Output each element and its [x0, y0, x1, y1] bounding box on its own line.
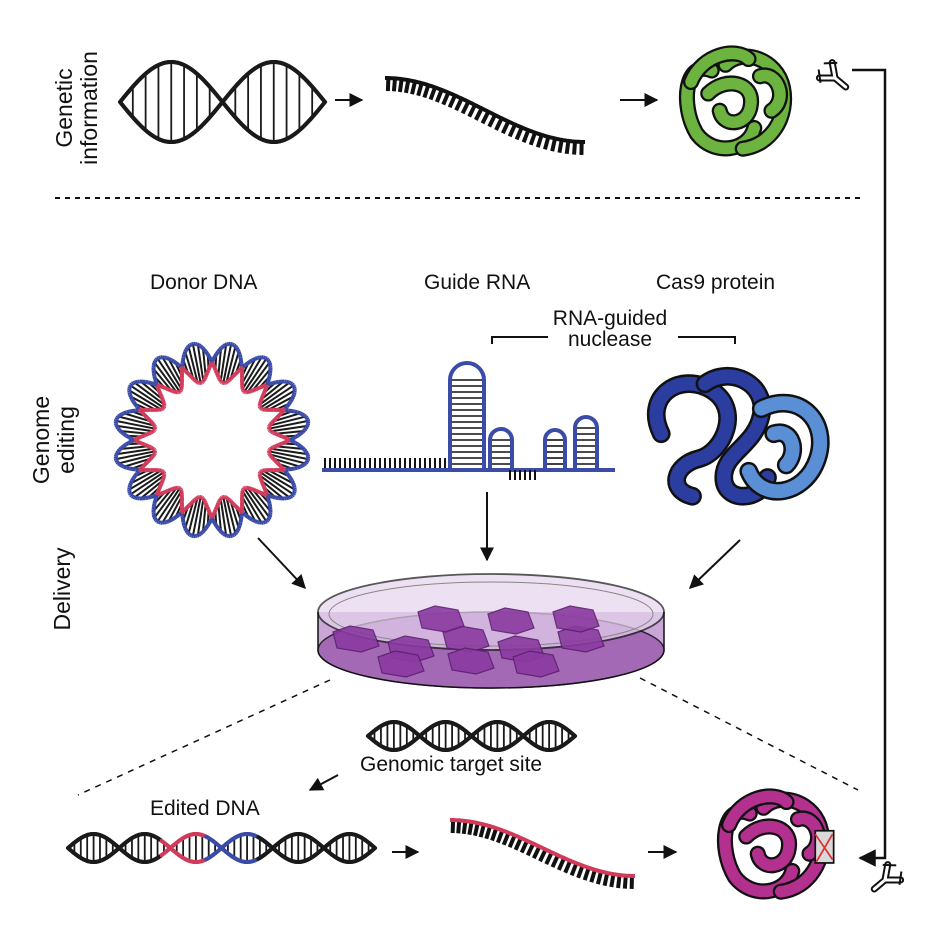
cas9-protein-icon	[646, 366, 830, 506]
genomic-target-site-label: Genomic target site	[360, 753, 543, 776]
edited-dna-label: Edited DNA	[150, 797, 260, 820]
zoom-line-right	[639, 677, 859, 791]
donor-dna-label: Donor DNA	[150, 271, 258, 294]
cross-mark	[814, 833, 834, 863]
cell	[332, 625, 380, 653]
guide-rna-icon	[322, 361, 615, 480]
guide-rna-label: Guide RNA	[424, 271, 531, 294]
cell	[487, 607, 535, 635]
zoom-line-left	[77, 679, 331, 796]
mrna-strand-icon-top	[385, 76, 585, 155]
cell	[417, 605, 465, 633]
cell	[447, 647, 495, 675]
protein-fold-icon-green	[678, 45, 793, 157]
plasmid-icon	[113, 341, 311, 539]
delivery-label: Delivery	[49, 547, 75, 631]
dna-double-helix-icon-target	[366, 720, 577, 752]
antibody-icon-top	[815, 59, 850, 91]
dna-double-helix-icon-edited	[66, 832, 377, 864]
bracket-right	[678, 336, 736, 344]
protein-fold-icon-magenta	[716, 788, 835, 900]
cell	[512, 650, 560, 678]
cell	[552, 605, 600, 633]
connector-line	[852, 68, 887, 867]
dna-double-helix-icon-top	[118, 60, 327, 144]
cell	[377, 650, 425, 678]
mrna-strand-icon-bottom	[450, 818, 635, 889]
petri-dish-icon	[317, 573, 665, 689]
bracket-left	[491, 336, 548, 344]
cas9-protein-label: Cas9 protein	[656, 271, 776, 294]
antibody-icon-bottom	[870, 861, 905, 893]
arrow-icon-donor-to-dish	[257, 537, 306, 590]
arrow-icon-cas9-to-dish	[688, 539, 741, 589]
arrow-icon-to-edited	[308, 774, 339, 791]
